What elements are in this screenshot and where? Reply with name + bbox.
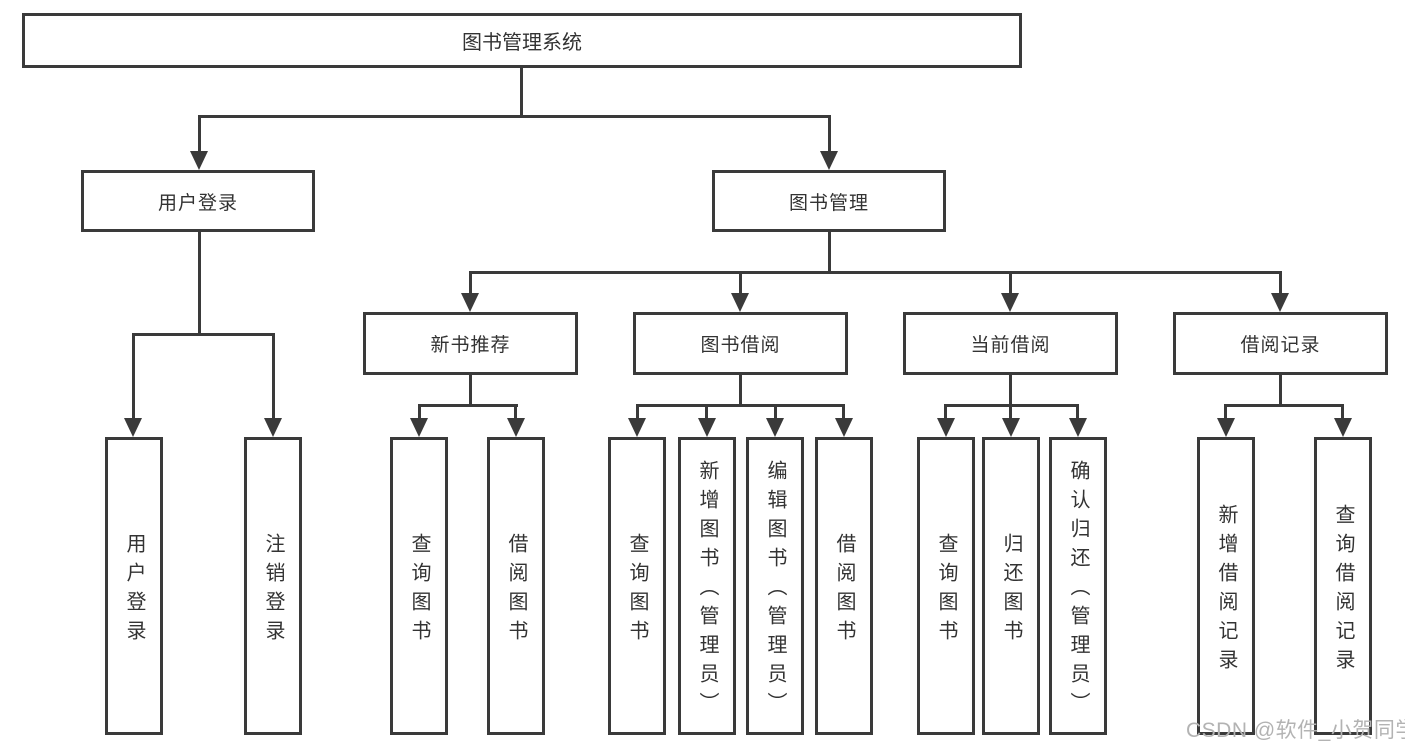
node-book-management: 图书管理 (712, 170, 946, 232)
connector-line (198, 232, 201, 336)
arrow-down-icon (731, 293, 749, 312)
connector-line (944, 404, 947, 421)
node-current-borrow-label: 当前借阅 (970, 335, 1051, 356)
leaf-borrow-books: 借阅图书 (815, 437, 873, 735)
arrow-down-icon (507, 418, 525, 437)
leaf-query-books-current-label: 查询图书 (935, 532, 957, 649)
leaf-user-login-label: 用户登录 (123, 532, 145, 649)
arrow-down-icon (835, 418, 853, 437)
node-user-login: 用户登录 (81, 170, 315, 232)
arrow-down-icon (628, 418, 646, 437)
connector-line (774, 404, 777, 421)
leaf-user-login: 用户登录 (105, 437, 163, 735)
leaf-add-borrow-record-label: 新增借阅记录 (1215, 503, 1237, 678)
connector-line (469, 271, 472, 296)
connector-line (272, 333, 275, 419)
leaf-edit-books-admin-label: 编辑图书（管理员） (764, 460, 786, 721)
connector-line (828, 115, 831, 153)
leaf-query-books-recommend-label: 查询图书 (408, 532, 430, 649)
connector-line (132, 333, 275, 336)
leaf-query-books-borrow-label: 查询图书 (626, 532, 648, 649)
leaf-logout-label: 注销登录 (262, 532, 284, 649)
csdn-watermark: CSDN @软件_小贺同学 (1186, 719, 1405, 742)
connector-line (132, 333, 135, 419)
connector-line (418, 404, 518, 407)
leaf-add-books-admin: 新增图书（管理员） (678, 437, 736, 735)
leaf-borrow-books-recommend: 借阅图书 (487, 437, 545, 735)
node-borrow-records-label: 借阅记录 (1240, 335, 1321, 356)
connector-line (469, 375, 472, 407)
arrow-down-icon (1271, 293, 1289, 312)
connector-line (1009, 271, 1012, 296)
connector-line (842, 404, 845, 421)
leaf-confirm-return-admin: 确认归还（管理员） (1049, 437, 1107, 735)
arrow-down-icon (820, 151, 838, 170)
leaf-edit-books-admin: 编辑图书（管理员） (746, 437, 804, 735)
connector-line (1009, 404, 1012, 421)
arrow-down-icon (1334, 418, 1352, 437)
leaf-query-books-current: 查询图书 (917, 437, 975, 735)
connector-line (636, 404, 845, 407)
leaf-borrow-books-recommend-label: 借阅图书 (505, 532, 527, 649)
connector-line (198, 115, 831, 118)
leaf-add-borrow-record: 新增借阅记录 (1197, 437, 1255, 735)
leaf-return-books-label: 归还图书 (1000, 532, 1022, 649)
connector-line (418, 404, 421, 421)
node-borrow-records: 借阅记录 (1173, 312, 1388, 375)
leaf-query-books-borrow: 查询图书 (608, 437, 666, 735)
node-user-login-label: 用户登录 (157, 192, 238, 214)
leaf-add-books-admin-label: 新增图书（管理员） (696, 460, 718, 721)
connector-line (520, 68, 523, 118)
connector-line (1341, 404, 1344, 421)
connector-line (1279, 271, 1282, 296)
arrow-down-icon (1069, 418, 1087, 437)
node-book-borrow: 图书借阅 (633, 312, 848, 375)
arrow-down-icon (461, 293, 479, 312)
connector-line (739, 375, 742, 407)
connector-line (739, 271, 742, 296)
arrow-down-icon (1217, 418, 1235, 437)
node-new-book-recommend-label: 新书推荐 (430, 335, 511, 356)
leaf-return-books: 归还图书 (982, 437, 1040, 735)
node-library-system-label: 图书管理系统 (462, 32, 582, 54)
arrow-down-icon (937, 418, 955, 437)
arrow-down-icon (766, 418, 784, 437)
connector-line (514, 404, 517, 421)
arrow-down-icon (190, 151, 208, 170)
connector-line (636, 404, 639, 421)
connector-line (705, 404, 708, 421)
leaf-query-books-recommend: 查询图书 (390, 437, 448, 735)
connector-line (1009, 375, 1012, 407)
leaf-query-borrow-record: 查询借阅记录 (1314, 437, 1372, 735)
leaf-borrow-books-label: 借阅图书 (833, 532, 855, 649)
arrow-down-icon (1002, 418, 1020, 437)
node-current-borrow: 当前借阅 (903, 312, 1118, 375)
connector-line (198, 115, 201, 153)
connector-line (1076, 404, 1079, 421)
connector-line (1279, 375, 1282, 407)
arrow-down-icon (698, 418, 716, 437)
arrow-down-icon (124, 418, 142, 437)
connector-line (1224, 404, 1343, 407)
arrow-down-icon (410, 418, 428, 437)
leaf-query-borrow-record-label: 查询借阅记录 (1332, 503, 1354, 678)
leaf-confirm-return-admin-label: 确认归还（管理员） (1067, 460, 1089, 721)
node-book-management-label: 图书管理 (788, 192, 869, 214)
arrow-down-icon (264, 418, 282, 437)
leaf-logout: 注销登录 (244, 437, 302, 735)
node-book-borrow-label: 图书借阅 (700, 335, 781, 356)
node-new-book-recommend: 新书推荐 (363, 312, 578, 375)
connector-line (828, 232, 831, 274)
node-library-system: 图书管理系统 (22, 13, 1022, 68)
connector-line (1224, 404, 1227, 421)
arrow-down-icon (1001, 293, 1019, 312)
connector-line (469, 271, 1282, 274)
